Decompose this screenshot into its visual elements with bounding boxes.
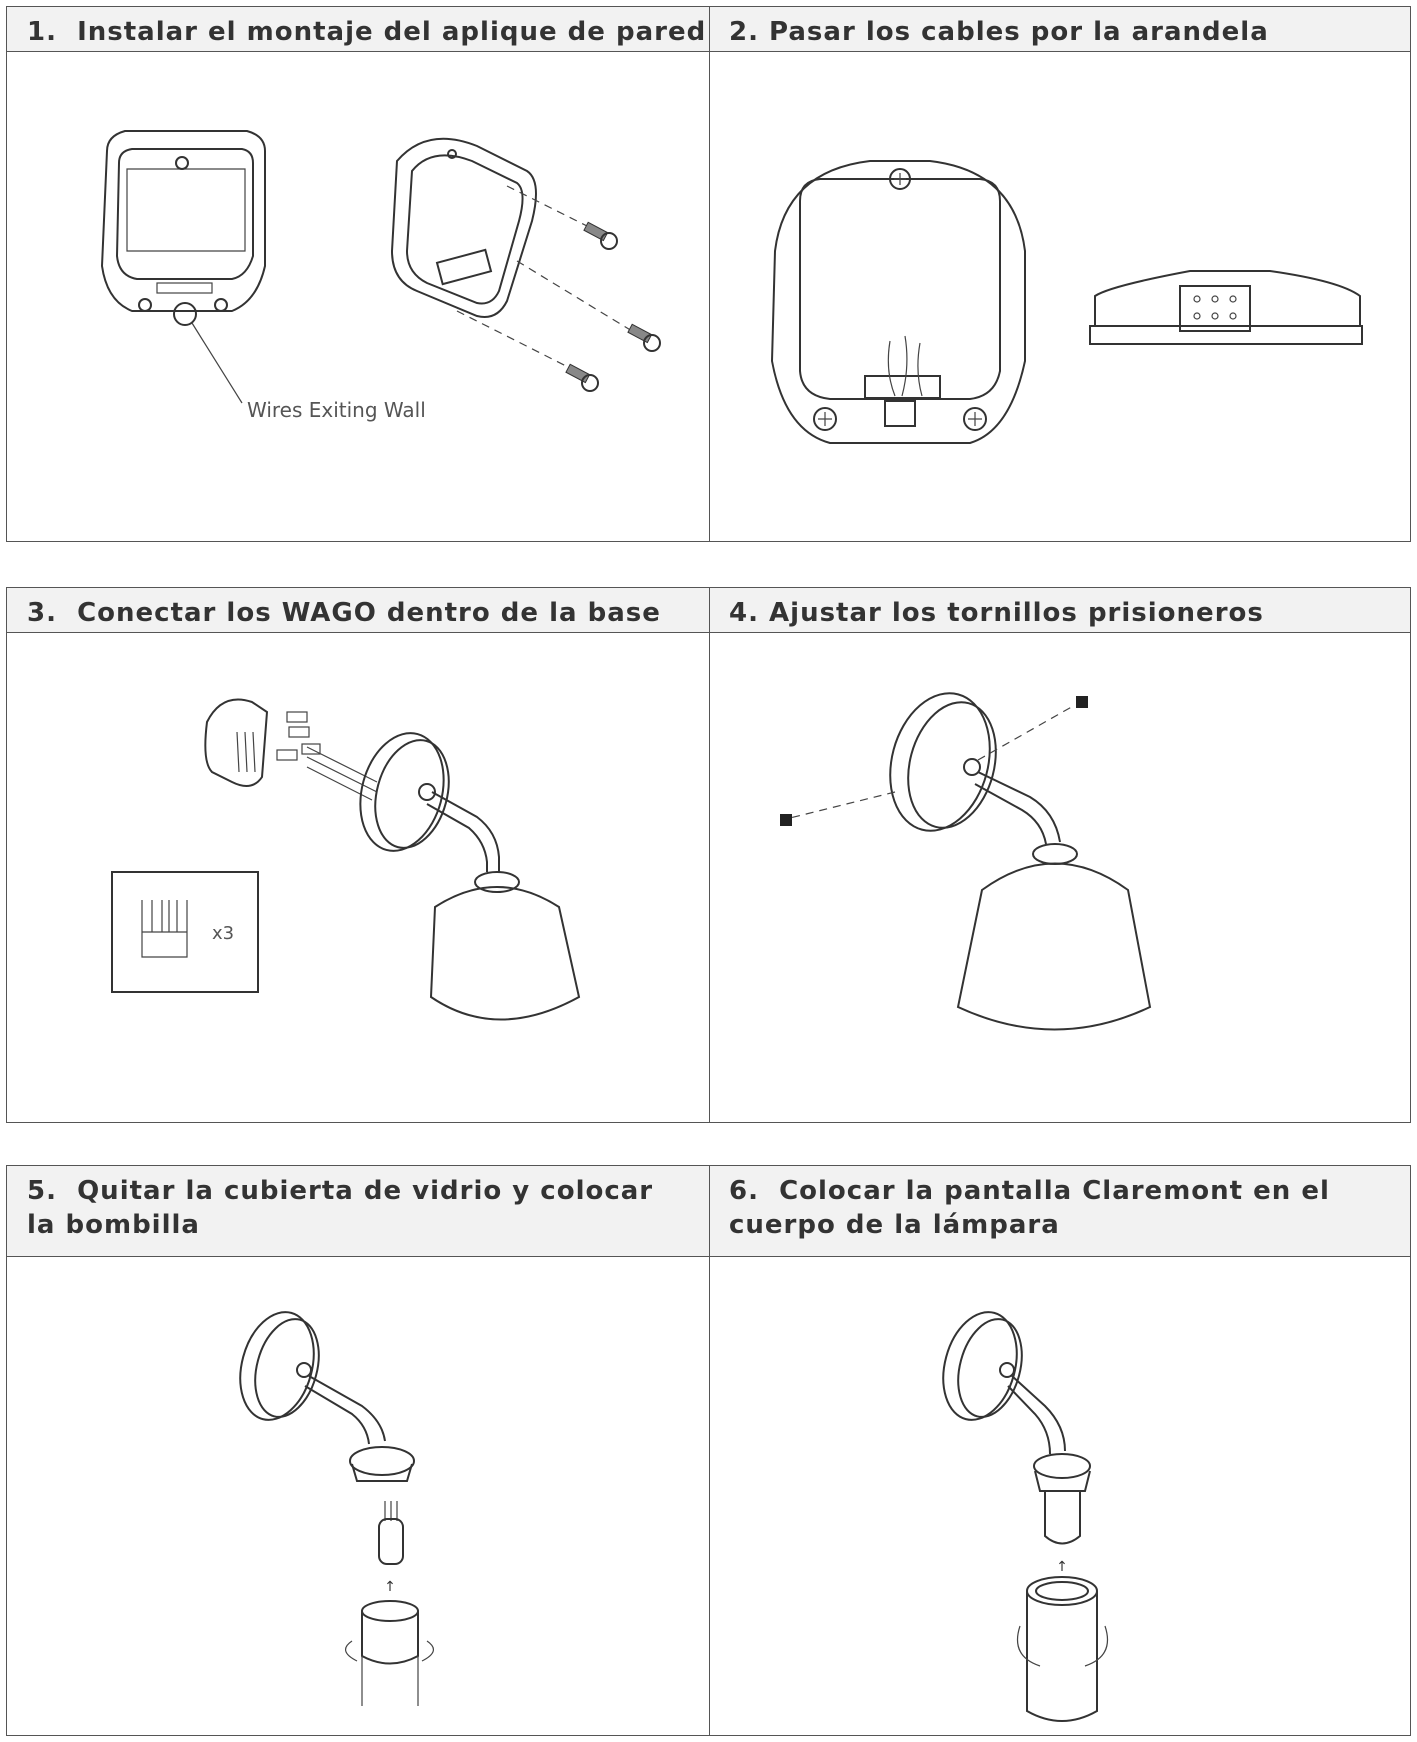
wall-mount-diagram: Wires Exiting Wall: [100, 130, 661, 422]
step-6-illustration: ↑: [710, 1256, 1412, 1736]
step-1-title: 1. Instalar el montaje del aplique de pa…: [7, 7, 709, 51]
column-divider: [709, 7, 710, 541]
set-screw-icon: [1076, 696, 1088, 708]
wago-connection-diagram: x3: [111, 698, 581, 1021]
step-2-text: Pasar los cables por la arandela: [769, 17, 1269, 47]
screw-icon: [627, 323, 661, 352]
step-5-number: 5.: [27, 1176, 57, 1206]
step-5-title: 5. Quitar la cubierta de vidrio y coloca…: [7, 1166, 709, 1256]
wago-inset-box: [111, 871, 259, 993]
set-screws-diagram: [780, 692, 1152, 1031]
step-2-illustration: [710, 51, 1412, 541]
step-row-2: 3. Conectar los WAGO dentro de la base 4…: [6, 587, 1411, 1123]
step-3-text: Conectar los WAGO dentro de la base: [77, 598, 661, 628]
step-4-number: 4.: [729, 598, 759, 628]
arrow-up-icon: ↑: [384, 1579, 396, 1595]
step-4-illustration: [710, 632, 1412, 1122]
step-row-1: 1. Instalar el montaje del aplique de pa…: [6, 6, 1411, 542]
column-divider: [709, 1166, 710, 1735]
grommet-holes-icon: [1193, 295, 1237, 320]
screw-icon: [583, 221, 618, 250]
step-row-1-header: 1. Instalar el montaje del aplique de pa…: [7, 7, 1410, 52]
step-5-illustration: ↑: [7, 1256, 709, 1736]
arrow-up-icon: ↑: [1056, 1559, 1068, 1575]
step-4-title: 4. Ajustar los tornillos prisioneros: [709, 588, 1410, 632]
step-3-illustration: x3: [7, 632, 709, 1122]
step-6-title: 6. Colocar la pantalla Claremont en el c…: [709, 1166, 1410, 1256]
bulb-install-diagram: ↑: [239, 1311, 434, 1706]
step-1-text: Instalar el montaje del aplique de pared: [77, 17, 707, 47]
wago-quantity-label: x3: [212, 923, 234, 944]
screw-icon: [565, 363, 599, 392]
step-row-2-header: 3. Conectar los WAGO dentro de la base 4…: [7, 588, 1410, 633]
step-4-text: Ajustar los tornillos prisioneros: [769, 598, 1264, 628]
step-3-title: 3. Conectar los WAGO dentro de la base: [7, 588, 709, 632]
set-screw-icon: [780, 814, 792, 826]
shade-install-diagram: ↑: [942, 1311, 1109, 1722]
grommet-diagram: [770, 160, 1363, 444]
step-1-illustration: Wires Exiting Wall: [7, 51, 709, 541]
step-1-number: 1.: [27, 17, 57, 47]
step-2-title: 2. Pasar los cables por la arandela: [709, 7, 1410, 51]
step-row-3: 5. Quitar la cubierta de vidrio y coloca…: [6, 1165, 1411, 1736]
step-row-3-header: 5. Quitar la cubierta de vidrio y coloca…: [7, 1166, 1410, 1257]
step-6-number: 6.: [729, 1176, 759, 1206]
bulb-icon: [378, 1501, 404, 1565]
step-2-number: 2.: [729, 17, 759, 47]
step-3-number: 3.: [27, 598, 57, 628]
wago-connector-icon: [276, 711, 321, 761]
step-6-text: Colocar la pantalla Claremont en el cuer…: [729, 1176, 1330, 1240]
wires-exiting-wall-label: Wires Exiting Wall: [247, 398, 426, 422]
column-divider: [709, 588, 710, 1122]
step-5-text: Quitar la cubierta de vidrio y colocar l…: [27, 1176, 654, 1240]
wago-clip-icon: [141, 900, 188, 958]
